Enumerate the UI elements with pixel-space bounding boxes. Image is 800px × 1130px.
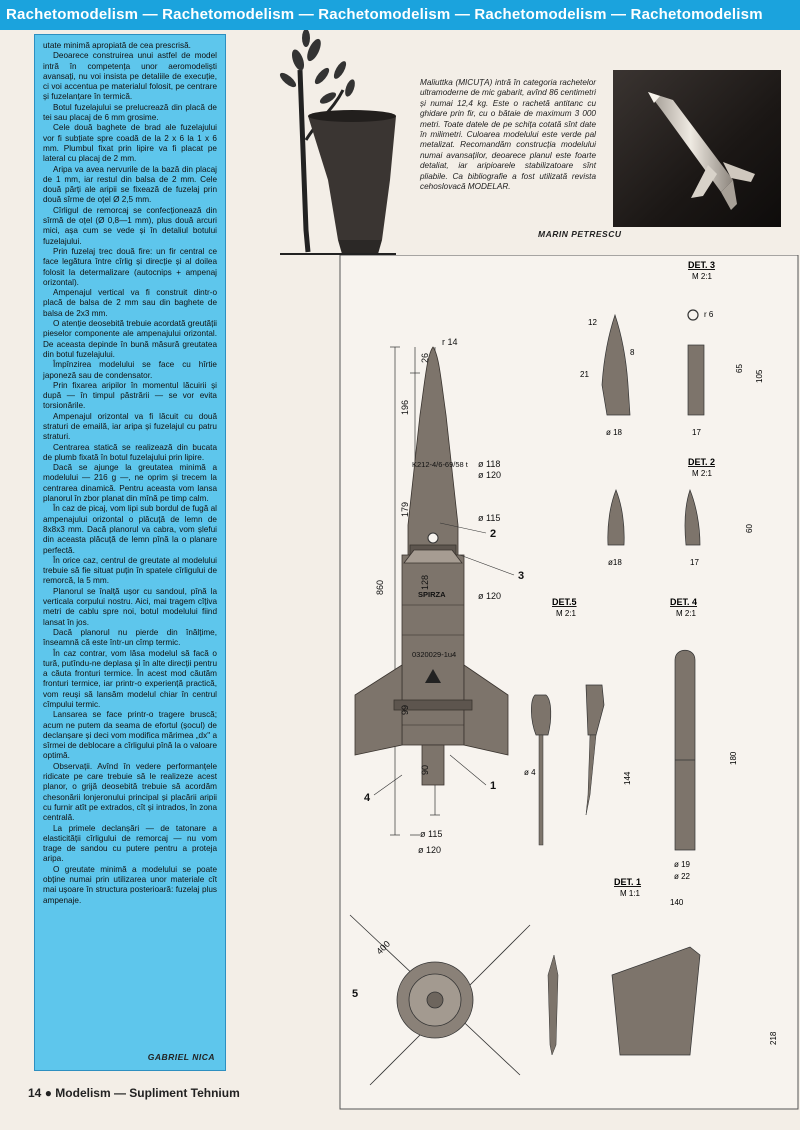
callout-label: 4 [364,792,371,804]
detail-3: DET. 3 M 2:1 12 8 21 ø 18 r 6 65 105 17 [580,260,764,437]
figure-caption: Maliuttka (MICUȚA) intră în categoria ra… [420,78,596,192]
callout-label: 2 [490,528,496,540]
paragraph: Ampenajul vertical va fi construit dintr… [43,288,217,318]
paragraph: Centrarea statică se realizează din buca… [43,442,217,462]
dimension-label: 860 [375,580,385,595]
rocket-photo [613,70,781,227]
dimension-label: 65 [735,364,744,373]
callout-label: 3 [518,570,524,582]
paragraph: Prin fuzelaj trec două fire: un fir cent… [43,246,217,287]
detail-2: DET. 2 M 2:1 ø18 60 17 [607,457,754,567]
dimension-label: 17 [692,428,701,437]
diameter-label: ø 118 [478,459,500,469]
dimension-label: ø 4 [524,768,536,777]
detail-scale: M 2:1 [692,469,713,478]
paragraph: În orice caz, centrul de greutate al mod… [43,555,217,586]
paragraph: La primele declanșări — de tatonare a el… [43,823,217,864]
dimension-label: 99 [400,705,410,715]
dimension-label: 90 [420,765,430,775]
paragraph: Cele două baghete de brad ale fuzelajulu… [43,123,217,164]
caption-author: MARIN PETRESCU [538,229,622,239]
technical-drawing: K212-4/6-69/58 t SPIRZA 0320029-1u4 860 … [339,255,799,1110]
dimension-label: ø18 [608,558,622,567]
callout-label: 5 [352,988,358,1000]
paragraph: utate minimă apropiată de cea prescrisă. [43,41,191,50]
header-banner-text: Rachetomodelism — Rachetomodelism — Rach… [6,6,763,23]
detail-title: DET. 4 [670,597,697,607]
dimension-label: ø 18 [606,428,623,437]
dimension-label: ø 22 [674,872,691,881]
paragraph: În caz de picaj, vom lipi sub bordul de … [43,504,217,555]
footer-bullet: ● [44,1086,52,1100]
paragraph: În caz contrar, vom lăsa modelul să facă… [43,648,217,709]
dimension-label: 8 [630,348,635,357]
paragraph: Lansarea se face printr-o tragere bruscă… [43,710,217,761]
diameter-label: ø 120 [478,591,501,601]
page-footer: 14 ● Modelism — Supliment Tehnium [28,1086,240,1100]
detail-scale: M 2:1 [556,609,577,618]
detail-1: DET. 1 M 1:1 140 218 [547,877,778,1056]
detail-title: DET. 2 [688,457,715,467]
body-marking: SPIRZA [418,590,446,599]
dimension-label: 196 [400,400,410,415]
paragraph: Împînzirea modelului se face cu hîrtie j… [43,360,217,380]
paragraph: Prin fixarea aripilor în momentul lăcuir… [43,380,217,411]
paragraph: Ampenajul orizontal va fi lăcuit cu două… [43,411,217,442]
article-body: utate minimă apropiată de cea prescrisă.… [35,35,225,906]
dimension-label: 179 [400,502,410,517]
dimension-label: 60 [745,524,754,533]
dimension-label: r 6 [704,310,714,319]
dimension-label: 17 [690,558,699,567]
dimension-label: 180 [729,751,738,765]
paragraph: O greutate minimă a modelului se poate o… [43,864,217,905]
dimension-label: 105 [755,369,764,383]
page-number: 14 [28,1086,42,1100]
dimension-label: 26 [420,353,430,363]
detail-scale: M 1:1 [620,889,641,898]
paragraph: Cîrligul de remorcaj se confecționează d… [43,205,217,246]
detail-5: DET.5 M 2:1 ø 4 144 [524,597,632,846]
dimension-label: 128 [420,575,430,590]
paragraph: Botul fuzelajului se prelucrează din pla… [43,102,217,123]
paragraph: Aripa va avea nervurile de la bază din p… [43,164,217,205]
dimension-label: ø 19 [674,860,691,869]
dimension-label: 144 [623,771,632,785]
rocket-body [401,554,465,746]
dimension-label: 21 [580,370,589,379]
detail-title: DET. 3 [688,260,715,270]
top-view: 400 [349,914,531,1086]
article-author: GABRIEL NICA [147,1052,215,1062]
plant-vase-illustration [279,30,396,255]
dimension-label: 12 [588,318,597,327]
footer-text: Modelism — Supliment Tehnium [55,1086,240,1100]
detail-title: DET.5 [552,597,577,607]
diameter-label: ø 115 [478,513,500,523]
left-fin [354,664,403,756]
paragraph: Observații. Avînd în vedere performanțel… [43,761,217,823]
body-marking: K212-4/6-69/58 t [412,460,469,469]
paragraph: Planorul se înalță ușor cu sandoul, pînă… [43,586,217,627]
callout-label: 1 [490,780,496,792]
dimension-label: r 14 [442,337,458,347]
detail-4: DET. 4 M 2:1 180 ø 19 ø 22 [670,597,738,881]
paragraph: Dacă planorul nu pierde din înălțime, în… [43,627,217,648]
detail-scale: M 2:1 [676,609,697,618]
diameter-label: ø 120 [478,470,501,480]
dimension-label: 140 [670,898,684,907]
diameter-label: ø 120 [418,845,441,855]
article-column: utate minimă apropiată de cea prescrisă.… [34,34,226,1071]
paragraph: Deoarece construirea unui astfel de mode… [43,51,217,102]
rocket-nozzle [421,744,445,786]
diameter-label: ø 115 [420,829,442,839]
body-marking: 0320029-1u4 [412,650,456,659]
header-banner: Rachetomodelism — Rachetomodelism — Rach… [0,0,800,30]
paragraph: O atenție deosebită trebuie acordată gre… [43,319,217,359]
detail-scale: M 2:1 [692,272,713,281]
dimension-label: 218 [769,1031,778,1045]
right-fin [463,664,509,756]
detail-title: DET. 1 [614,877,641,887]
paragraph: Dacă se ajunge la greutatea minimă a mod… [43,463,217,504]
